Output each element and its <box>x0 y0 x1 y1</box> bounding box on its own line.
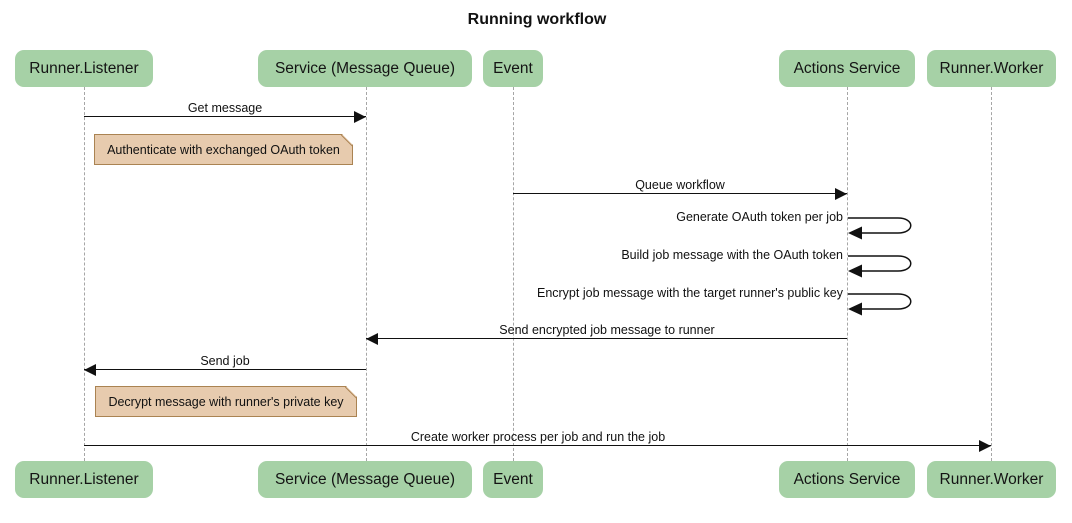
participant-bottom-event: Event <box>483 461 543 498</box>
lifeline-runner-listener <box>84 87 85 461</box>
self-loop-arrow-icon <box>848 293 912 316</box>
participant-top-actions-service: Actions Service <box>779 50 915 87</box>
participant-top-runner-worker: Runner.Worker <box>927 50 1056 87</box>
arrowhead-right-icon <box>354 111 366 123</box>
lifeline-service-message-queue <box>366 87 367 461</box>
note-decrypt: Decrypt message with runner's private ke… <box>95 386 357 417</box>
message-line <box>84 369 366 370</box>
message-label: Build job message with the OAuth token <box>621 248 843 262</box>
note-authenticate: Authenticate with exchanged OAuth token <box>94 134 353 165</box>
message-label: Send job <box>200 354 250 368</box>
participant-top-service-message-queue: Service (Message Queue) <box>258 50 472 87</box>
arrowhead-left-icon <box>84 364 96 376</box>
participant-bottom-actions-service: Actions Service <box>779 461 915 498</box>
message-label: Create worker process per job and run th… <box>410 430 666 444</box>
lifeline-runner-worker <box>991 87 992 461</box>
participant-bottom-runner-worker: Runner.Worker <box>927 461 1056 498</box>
message-line <box>366 338 847 339</box>
message-label: Send encrypted job message to runner <box>499 323 715 337</box>
message-line <box>84 445 991 446</box>
participant-bottom-service-message-queue: Service (Message Queue) <box>258 461 472 498</box>
message-label: Encrypt job message with the target runn… <box>536 286 843 300</box>
message-label: Queue workflow <box>635 178 725 192</box>
participant-top-event: Event <box>483 50 543 87</box>
lifeline-event <box>513 87 514 461</box>
self-loop-arrow-icon <box>848 255 912 278</box>
message-line <box>513 193 847 194</box>
arrowhead-left-icon <box>366 333 378 345</box>
participant-top-runner-listener: Runner.Listener <box>15 50 153 87</box>
arrowhead-right-icon <box>979 440 991 452</box>
arrowhead-right-icon <box>835 188 847 200</box>
message-label: Generate OAuth token per job <box>676 210 843 224</box>
message-line <box>84 116 366 117</box>
diagram-title: Running workflow <box>467 11 607 28</box>
message-label: Get message <box>187 101 263 115</box>
lifeline-actions-service <box>847 87 848 461</box>
self-loop-arrow-icon <box>848 217 912 240</box>
participant-bottom-runner-listener: Runner.Listener <box>15 461 153 498</box>
